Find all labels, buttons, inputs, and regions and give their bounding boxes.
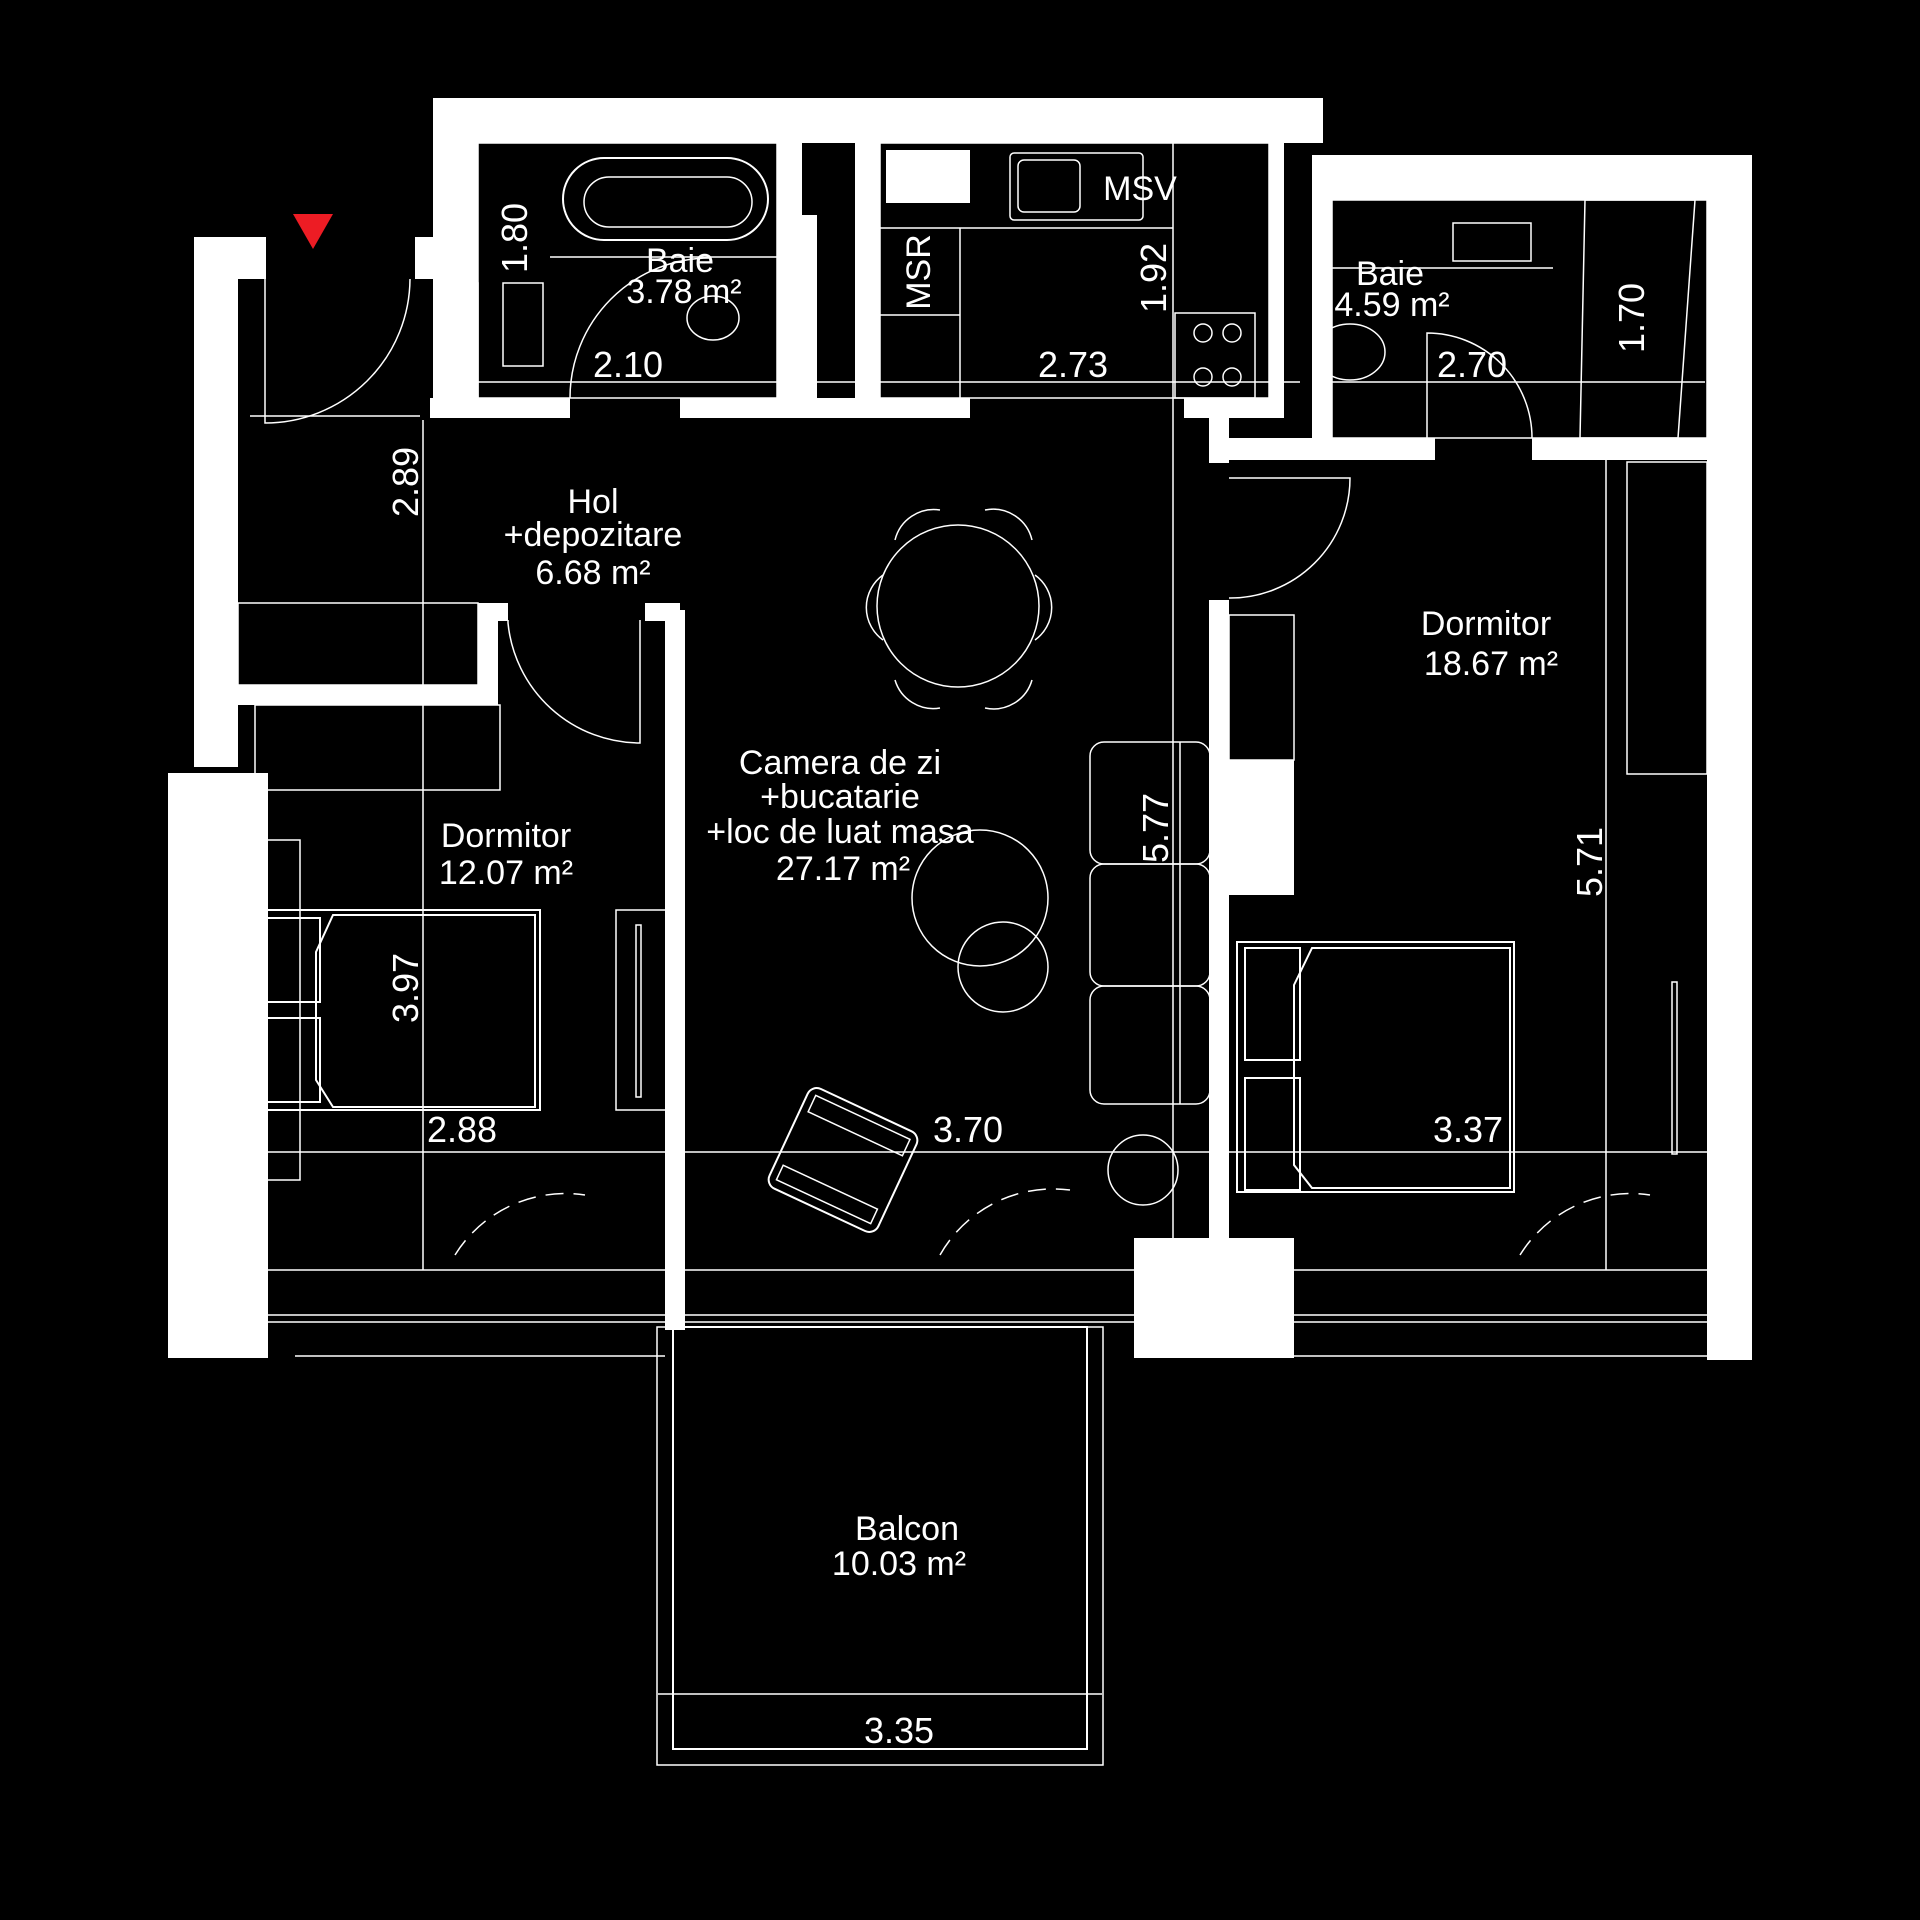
- room-area-dormitor-2: 18.67 m²: [1424, 645, 1558, 683]
- room-area-balcon: 10.03 m²: [832, 1545, 966, 1583]
- room-name-living-2: +bucatarie: [760, 778, 920, 816]
- room-area-dormitor-1: 12.07 m²: [439, 854, 573, 892]
- dim-baie-2-width: 2.70: [1437, 344, 1507, 385]
- room-area-living: 27.17 m²: [776, 850, 910, 888]
- linework: [237, 142, 1710, 1766]
- dim-kitchen-width: 2.73: [1038, 344, 1108, 385]
- room-name-living-3: +loc de luat masa: [706, 813, 974, 851]
- room-name-hol-1: Hol: [567, 483, 618, 521]
- walls: [168, 98, 1752, 1360]
- room-name-balcon: Balcon: [855, 1510, 959, 1548]
- room-name-hol-2: +depozitare: [504, 516, 683, 554]
- dim-baie-2-length: 1.70: [1611, 283, 1652, 353]
- room-labels: Baie 3.78 m² Baie 4.59 m² Hol +depozitar…: [439, 170, 1558, 1583]
- room-name-baie-1: Baie: [646, 242, 714, 280]
- dim-baie-1-length: 1.80: [494, 203, 535, 273]
- dim-dormitor-1-width: 2.88: [427, 1109, 497, 1150]
- room-name-dormitor-2: Dormitor: [1421, 605, 1551, 643]
- room-name-baie-2: Baie: [1356, 255, 1424, 293]
- room-name-dormitor-1: Dormitor: [441, 817, 571, 855]
- room-area-baie-1: 3.78 m²: [626, 273, 741, 311]
- label-msv: MSV: [1103, 170, 1177, 208]
- dim-dormitor-2-width: 3.37: [1433, 1109, 1503, 1150]
- room-area-hol: 6.68 m²: [535, 554, 650, 592]
- dim-living-length: 5.77: [1135, 793, 1176, 863]
- room-name-living-1: Camera de zi: [739, 744, 941, 782]
- dim-balcon-width: 3.35: [864, 1710, 934, 1751]
- dim-living-width: 3.70: [933, 1109, 1003, 1150]
- dimension-labels: 2.10 1.80 2.73 1.92 2.70 1.70 2.89 2.88 …: [385, 203, 1652, 1751]
- dim-dormitor-1-length: 3.97: [385, 953, 426, 1023]
- entrance-marker-icon: [293, 214, 333, 249]
- dim-kitchen-length: 1.92: [1133, 243, 1174, 313]
- dim-dormitor-2-length: 5.71: [1569, 827, 1610, 897]
- label-msr: MSR: [900, 234, 938, 310]
- dim-baie-1-width: 2.10: [593, 344, 663, 385]
- dim-hol-length: 2.89: [385, 447, 426, 517]
- room-area-baie-2: 4.59 m²: [1334, 286, 1449, 324]
